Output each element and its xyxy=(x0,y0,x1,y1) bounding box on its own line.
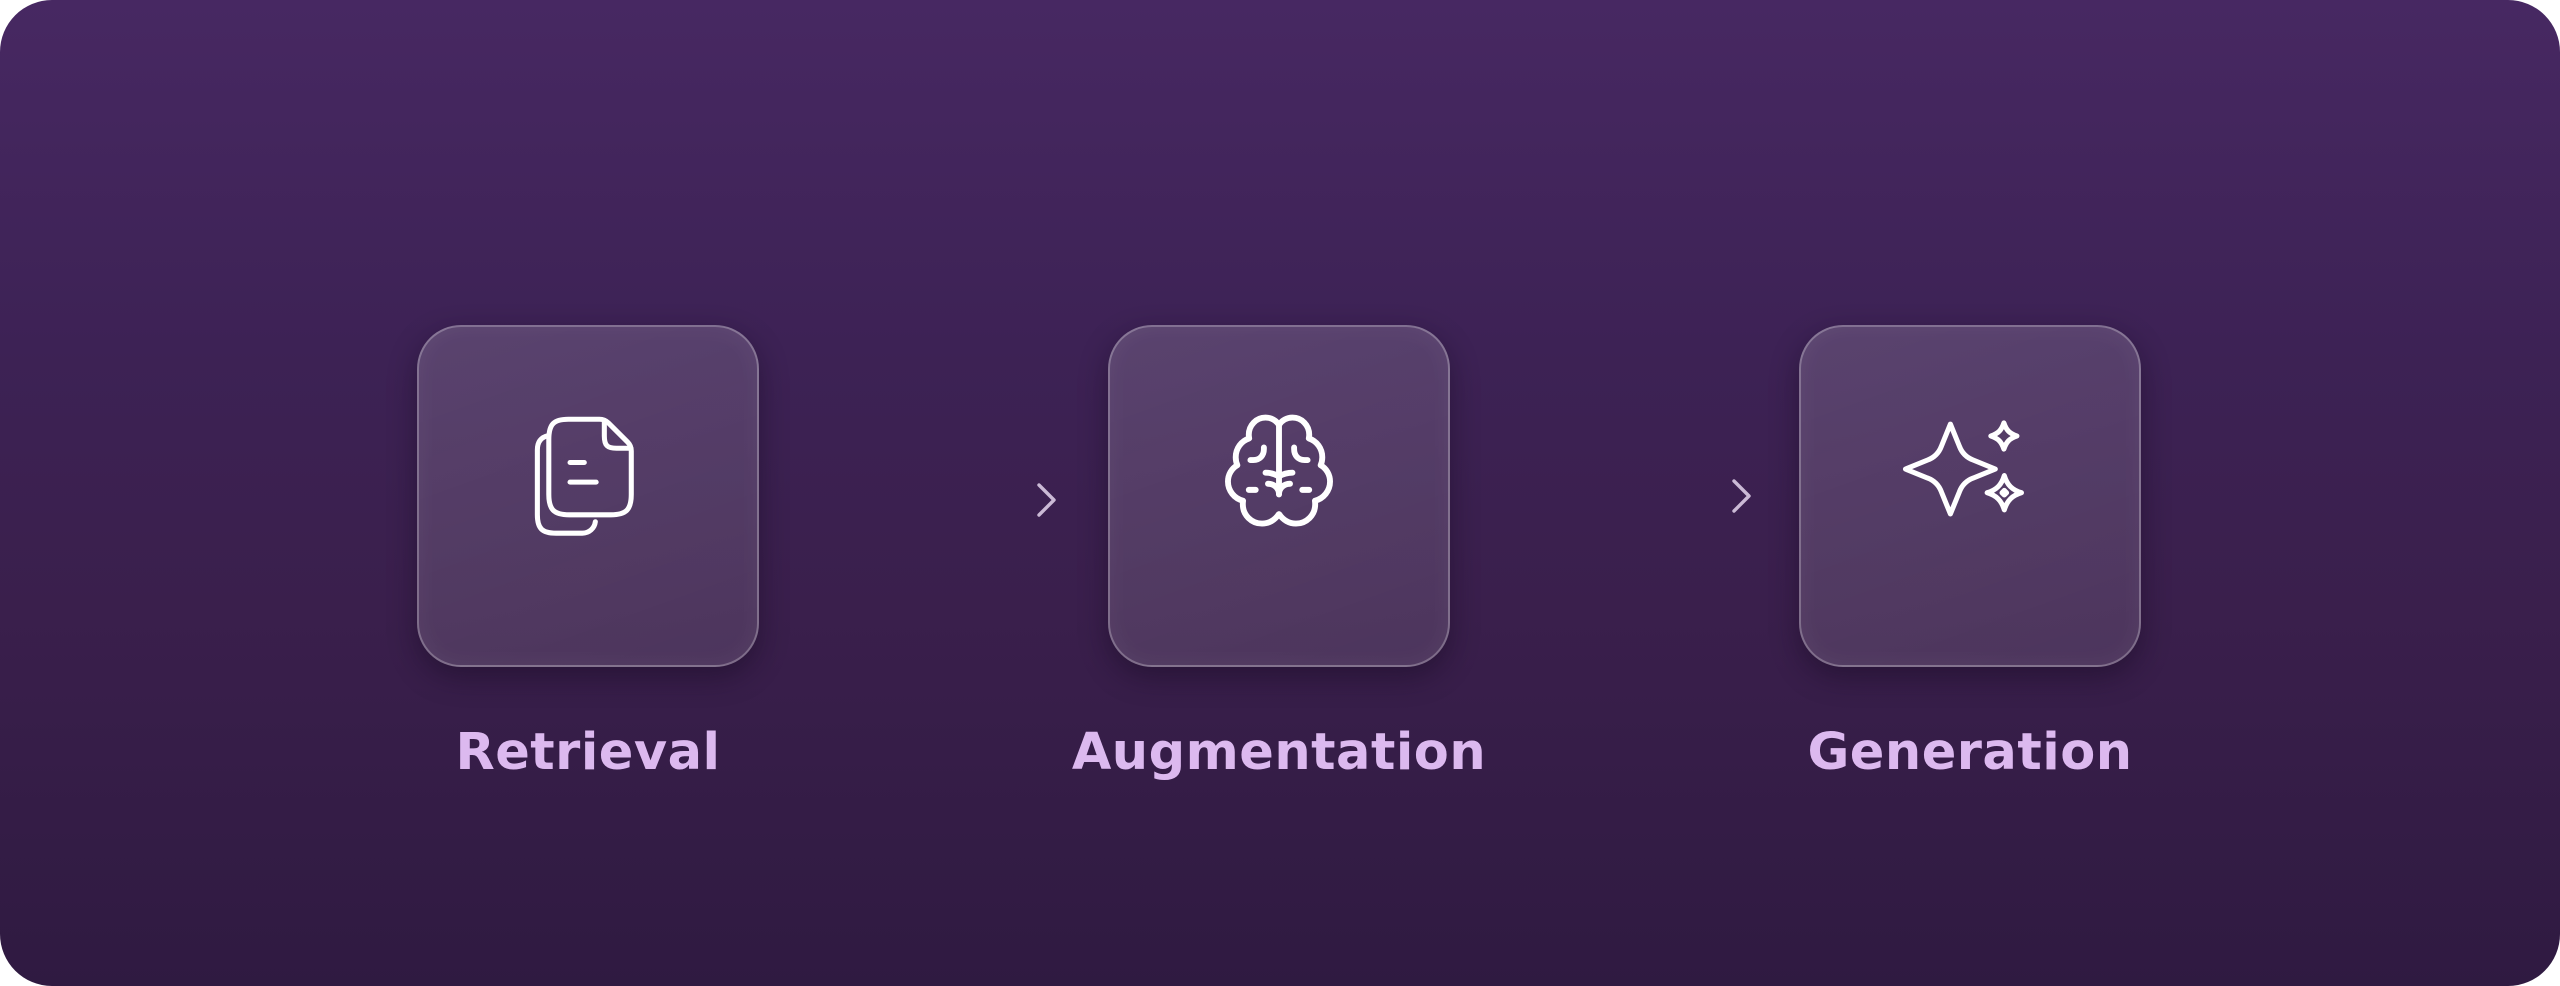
arrow-icon xyxy=(796,483,1056,517)
generation-card xyxy=(1799,325,2141,667)
stage-label-generation: Generation xyxy=(1807,723,2133,782)
sparkles-icon xyxy=(1902,420,2024,517)
arrow-icon xyxy=(1491,479,1751,513)
retrieval-card xyxy=(417,325,759,667)
stage-label-augmentation: Augmentation xyxy=(1071,723,1487,782)
augmentation-card xyxy=(1108,325,1450,667)
brain-icon xyxy=(1225,414,1333,527)
stage-label-retrieval: Retrieval xyxy=(455,723,721,782)
documents-icon xyxy=(534,416,634,536)
